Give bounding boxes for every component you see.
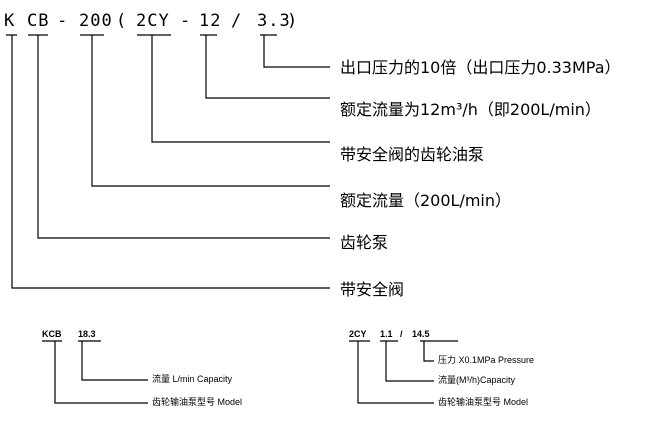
line-k — [6, 34, 330, 289]
annotation-outlet-pressure: 出口压力的10倍（出口压力0.33MPa） — [340, 58, 621, 77]
annotation-gear-oil-pump: 带安全阀的齿轮油泵 — [340, 145, 485, 164]
right-legend-code-1.1: 1.1 — [380, 329, 393, 339]
code-part-2cy: 2CY — [136, 11, 170, 31]
right-legend-label-pressure: 压力 X0.1MPa Pressure — [438, 355, 535, 365]
left-legend-label-model: 齿轮输油泵型号 Model — [152, 397, 243, 407]
left-legend-line-18.3 — [78, 340, 148, 381]
code-part-k: K — [4, 11, 16, 31]
annotation-rated-flow: 额定流量（200L/min） — [340, 191, 512, 210]
code-part-slash: / — [231, 11, 243, 31]
line-cb — [28, 34, 330, 239]
left-legend-code-18.3: 18.3 — [78, 329, 96, 339]
code-part-cb: CB — [27, 11, 50, 31]
line-200 — [80, 34, 330, 187]
code-part-open-paren: ( — [116, 11, 128, 31]
code-part-close-paren: ) — [287, 11, 299, 31]
right-legend-code-14.5: 14.5 — [412, 329, 430, 339]
annotation-rated-flow-m3: 额定流量为12m³/h（即200L/min） — [340, 100, 601, 119]
left-legend-label-capacity: 流量 L/min Capacity — [152, 374, 233, 384]
right-legend-code-slash: / — [400, 329, 403, 339]
code-part-3.3: 3.3 — [257, 11, 291, 31]
code-part-12: 12 — [199, 11, 222, 31]
right-legend-code-2cy: 2CY — [349, 329, 367, 339]
right-legend-line-1.1 — [380, 340, 434, 382]
right-legend-label-model: 齿轮输油泵型号 Model — [438, 397, 529, 407]
line-12 — [200, 34, 330, 99]
line-2cy — [137, 34, 330, 143]
annotation-gear-pump: 齿轮泵 — [340, 233, 389, 252]
left-legend-code-kcb: KCB — [42, 329, 62, 339]
line-3.3 — [260, 34, 330, 68]
right-legend-label-capacity: 流量(M³/h)Capacity — [438, 375, 516, 385]
right-legend-line-2cy — [349, 340, 434, 404]
code-part-dash-1: - — [57, 11, 69, 31]
right-legend-line-14.5 — [420, 340, 458, 362]
code-part-dash-2: - — [180, 11, 192, 31]
left-legend-line-kcb — [42, 340, 148, 404]
code-part-200: 200 — [79, 11, 113, 31]
annotation-safety-valve: 带安全阀 — [340, 280, 405, 299]
